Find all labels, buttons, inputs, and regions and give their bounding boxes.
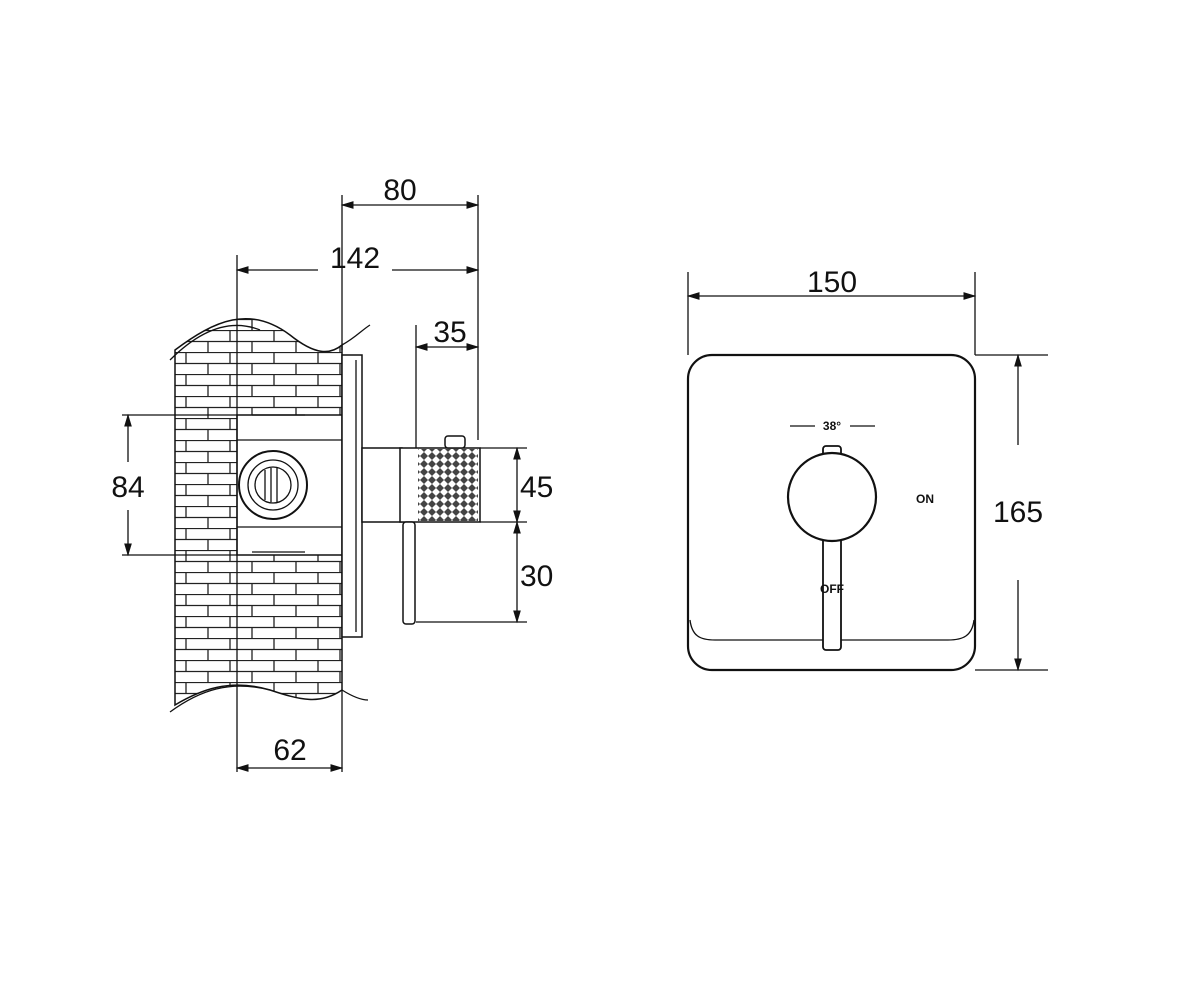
dim-62: 62	[235, 690, 344, 772]
dim-142: 142	[235, 242, 480, 772]
dim-80: 80	[340, 174, 480, 440]
side-view: 80 142 35 84 45 30	[111, 174, 553, 772]
dim-84: 84	[111, 413, 237, 557]
dim-80-label: 80	[383, 174, 416, 207]
dim-30-label: 30	[520, 560, 553, 593]
wall-plate	[341, 354, 363, 638]
dim-150: 150	[686, 266, 977, 355]
on-label: ON	[916, 492, 934, 506]
dim-62-label: 62	[273, 734, 306, 767]
valve-cartridge	[238, 450, 308, 520]
dim-165: 165	[975, 353, 1048, 672]
dim-45-label: 45	[520, 471, 553, 504]
control-knob	[786, 451, 878, 543]
dim-150-label: 150	[807, 266, 857, 299]
dim-45-30: 45 30	[416, 446, 553, 624]
handle-cap	[444, 435, 466, 449]
lever	[402, 521, 416, 625]
temperature-label: 38°	[823, 419, 841, 433]
dim-165-label: 165	[993, 496, 1043, 529]
dim-84-label: 84	[111, 471, 144, 504]
dim-35: 35	[414, 316, 480, 448]
handle-neck	[361, 447, 403, 523]
dim-142-label: 142	[330, 242, 380, 275]
dim-35-label: 35	[433, 316, 466, 349]
off-label: OFF	[820, 582, 844, 596]
front-view: 38° OFF ON 150 165	[686, 266, 1048, 672]
